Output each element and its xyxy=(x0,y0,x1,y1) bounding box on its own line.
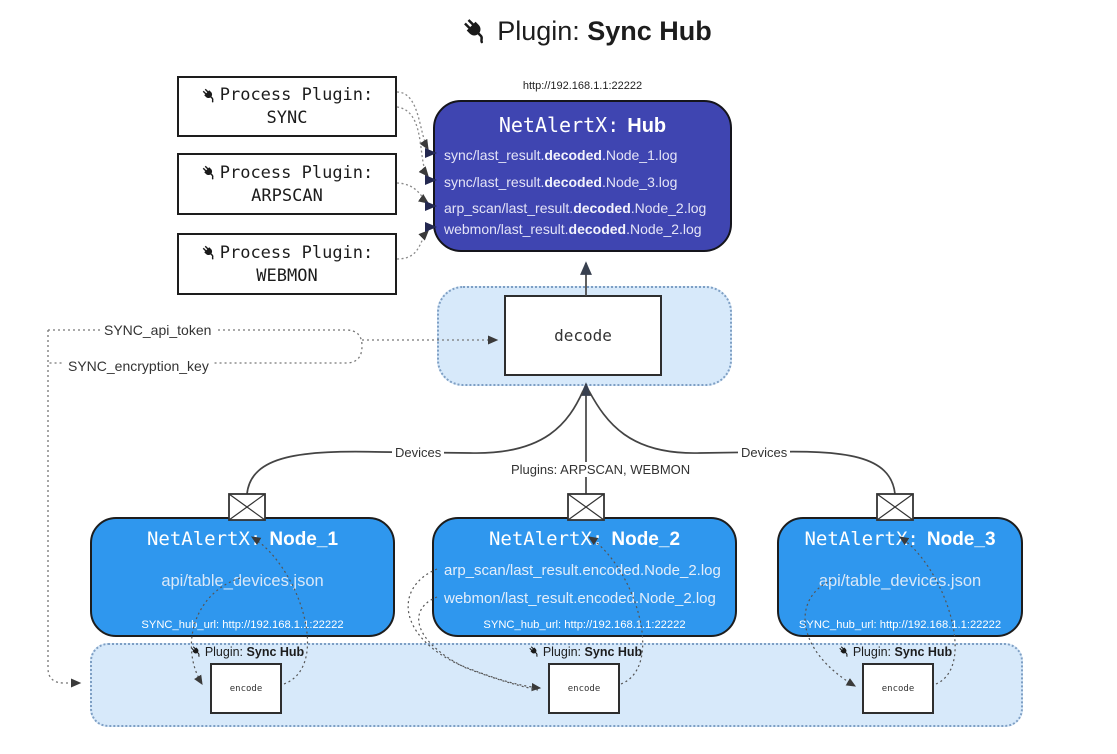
page-title: Plugin: Sync Hub xyxy=(28,16,1117,47)
hub-name-prefix: NetAlertX: xyxy=(498,113,620,137)
process-plugin-name: SYNC xyxy=(266,108,308,128)
node-hub-url: SYNC_hub_url: http://192.168.1.1:22222 xyxy=(798,619,1002,631)
node-file-line: arp_scan/last_result.encoded.Node_2.log xyxy=(444,562,721,579)
plug-icon xyxy=(839,646,848,657)
node-box-2: NetAlertX:Node_2 arp_scan/last_result.en… xyxy=(432,517,737,637)
process-plugin-name: WEBMON xyxy=(256,265,318,286)
node-file-line: api/table_devices.json xyxy=(818,572,982,590)
process-plugin-label: Process Plugin: xyxy=(219,242,374,263)
process-plugin-label: Process Plugin: xyxy=(219,85,374,105)
plug-icon xyxy=(529,646,538,657)
sync-api-token-label: SYNC_api_token xyxy=(100,322,216,338)
node-hub-url: SYNC_hub_url: http://192.168.1.1:22222 xyxy=(483,619,686,631)
hub-url-label: http://192.168.1.1:22222 xyxy=(522,80,643,92)
envelope-icon xyxy=(876,493,914,521)
encode-box: encode xyxy=(210,663,282,714)
decode-label: decode xyxy=(554,326,612,345)
title-name: Sync Hub xyxy=(587,16,712,46)
process-plugin-label: Process Plugin: xyxy=(219,162,374,183)
node-title: NetAlertX:Node_1 xyxy=(146,528,339,550)
encode-box: encode xyxy=(548,663,620,714)
plug-icon xyxy=(202,245,214,260)
process-plugin-box-sync: Process Plugin: SYNC xyxy=(177,76,397,137)
envelope-icon xyxy=(228,493,266,521)
plug-icon xyxy=(202,88,214,102)
hub-box: NetAlertX: Hub sync/last_result.decoded.N… xyxy=(433,100,732,252)
hub-log-line: arp_scan/last_result.decoded.Node_2.log xyxy=(444,200,707,216)
plug-icon xyxy=(191,646,200,657)
process-plugin-name: ARPSCAN xyxy=(251,185,323,206)
envelope-icon xyxy=(567,493,605,521)
node-box-1: NetAlertX:Node_1 api/table_devices.json … xyxy=(90,517,395,637)
hub-log-line: webmon/last_result.decoded.Node_2.log xyxy=(444,221,702,237)
edge-label-devices-left: Devices xyxy=(392,445,445,460)
node-title: NetAlertX:Node_2 xyxy=(488,528,681,550)
hub-log-line: sync/last_result.decoded.Node_3.log xyxy=(444,174,678,190)
encode-label: encode xyxy=(567,683,601,694)
plug-icon xyxy=(464,19,484,44)
process-plugin-box-webmon: Process Plugin: WEBMON xyxy=(177,233,397,295)
title-prefix: Plugin: xyxy=(497,16,580,46)
decode-box: decode xyxy=(504,295,662,376)
node-title: NetAlertX:Node_3 xyxy=(804,528,996,550)
node-box-3: NetAlertX:Node_3 api/table_devices.json … xyxy=(777,517,1023,637)
encode-label: encode xyxy=(881,683,915,694)
process-plugin-box-arpscan: Process Plugin: ARPSCAN xyxy=(177,153,397,215)
encode-plugin-label: Plugin: Sync Hub xyxy=(820,645,970,659)
encode-label: encode xyxy=(229,683,263,694)
node-hub-url: SYNC_hub_url: http://192.168.1.1:22222 xyxy=(141,619,344,631)
edge-label-plugins: Plugins: ARPSCAN, WEBMON xyxy=(508,462,694,477)
hub-log-line: sync/last_result.decoded.Node_1.log xyxy=(444,147,678,163)
sync-encryption-key-label: SYNC_encryption_key xyxy=(64,358,213,374)
hub-title: NetAlertX: Hub xyxy=(435,113,730,138)
encode-plugin-label: Plugin: Sync Hub xyxy=(510,645,660,659)
hub-name: Hub xyxy=(627,115,667,137)
encode-box: encode xyxy=(862,663,934,714)
encode-plugin-label: Plugin: Sync Hub xyxy=(172,645,322,659)
edge-label-devices-right: Devices xyxy=(738,445,791,460)
node-file-line: api/table_devices.json xyxy=(161,572,324,590)
node-file-line: webmon/last_result.encoded.Node_2.log xyxy=(444,590,716,607)
plug-icon xyxy=(202,165,214,180)
